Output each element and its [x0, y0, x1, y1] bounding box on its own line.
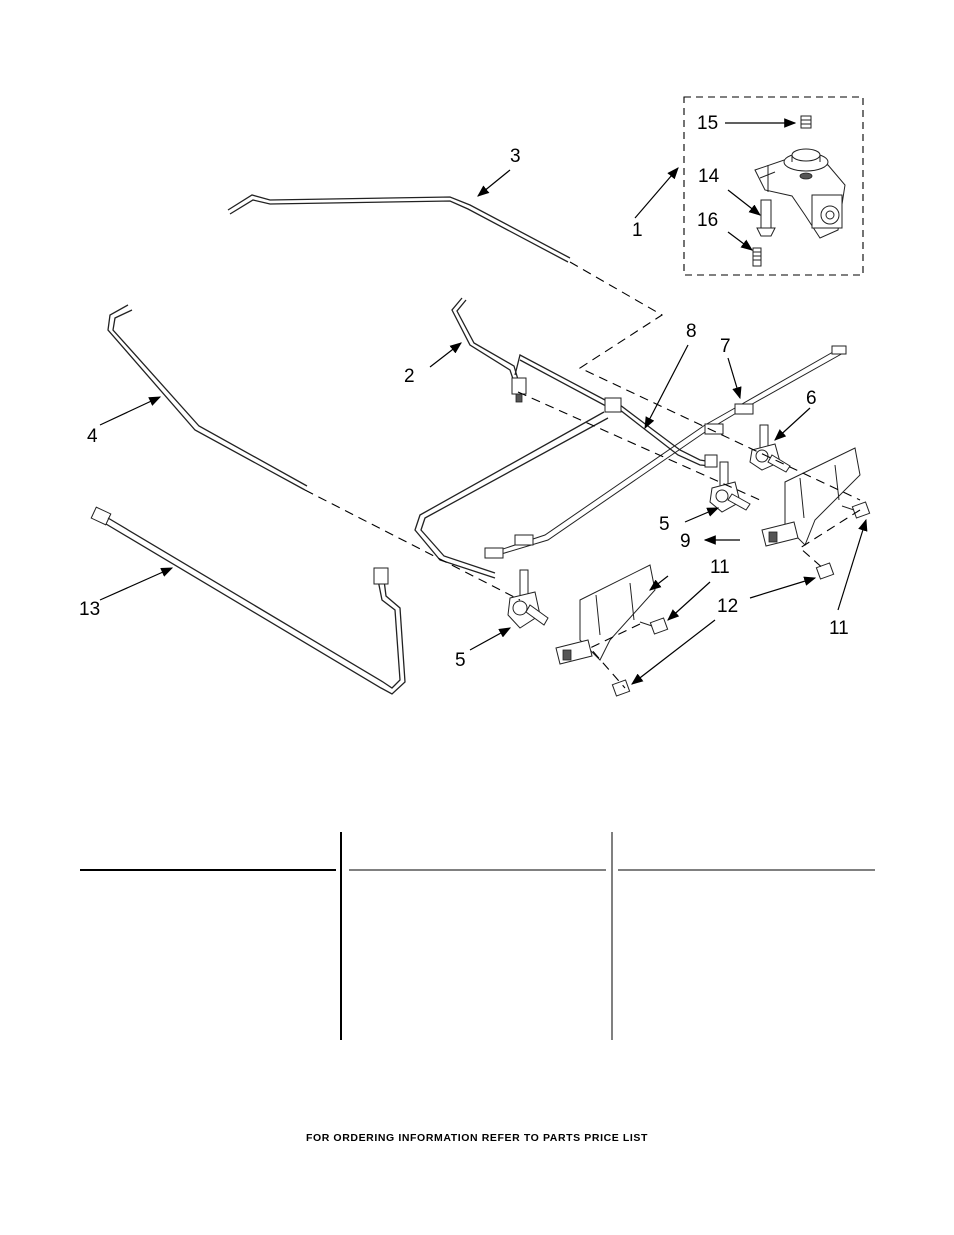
callout-8: 8: [686, 321, 697, 342]
parts-diagram: 1 2 3 4 5 5 6 7 8 9 11 11 12 13 14 15 16: [79, 96, 871, 697]
ordering-info-footer: FOR ORDERING INFORMATION REFER TO PARTS …: [305, 1132, 649, 1144]
wire-harness-7: [484, 345, 847, 559]
detail-box: [683, 96, 864, 276]
callout-11-front: 11: [710, 557, 730, 578]
orifice-15-icon: [800, 115, 812, 129]
callout-5-front: 5: [455, 650, 466, 671]
callout-13: 13: [79, 599, 100, 620]
bracket-9-rear-icon: [761, 447, 861, 547]
callout-16: 16: [697, 210, 718, 231]
callout-14: 14: [698, 166, 720, 187]
callout-4: 4: [87, 426, 98, 447]
valve-5-rear-icon: [709, 461, 751, 513]
valve-6-icon: [749, 424, 791, 473]
valve-assembly-icon: [754, 148, 846, 239]
callout-2: 2: [404, 366, 415, 387]
callout-12: 12: [717, 596, 738, 617]
callout-7: 7: [720, 336, 731, 357]
screw-11-rear-icon: [841, 501, 871, 519]
bracket-9-front-icon: [555, 564, 656, 665]
callout-6: 6: [806, 388, 817, 409]
tube-13: [90, 506, 406, 695]
tube-4: [107, 304, 306, 491]
callout-9: 9: [680, 531, 691, 552]
screw-12-front-icon: [611, 679, 631, 697]
pin-14-icon: [756, 199, 776, 237]
tube-2: [451, 297, 516, 386]
tube-3: [227, 194, 571, 259]
valve-5-front-icon: [507, 569, 549, 629]
callout-1: 1: [632, 220, 643, 241]
callout-15: 15: [697, 113, 718, 134]
screw-11-front-icon: [639, 617, 669, 635]
screw-12-rear-icon: [815, 562, 835, 580]
callout-3: 3: [510, 146, 521, 167]
parts-table: [80, 832, 875, 1040]
callout-5-rear: 5: [659, 514, 670, 535]
callout-11-rear: 11: [829, 618, 849, 639]
screw-16-icon: [752, 247, 762, 267]
